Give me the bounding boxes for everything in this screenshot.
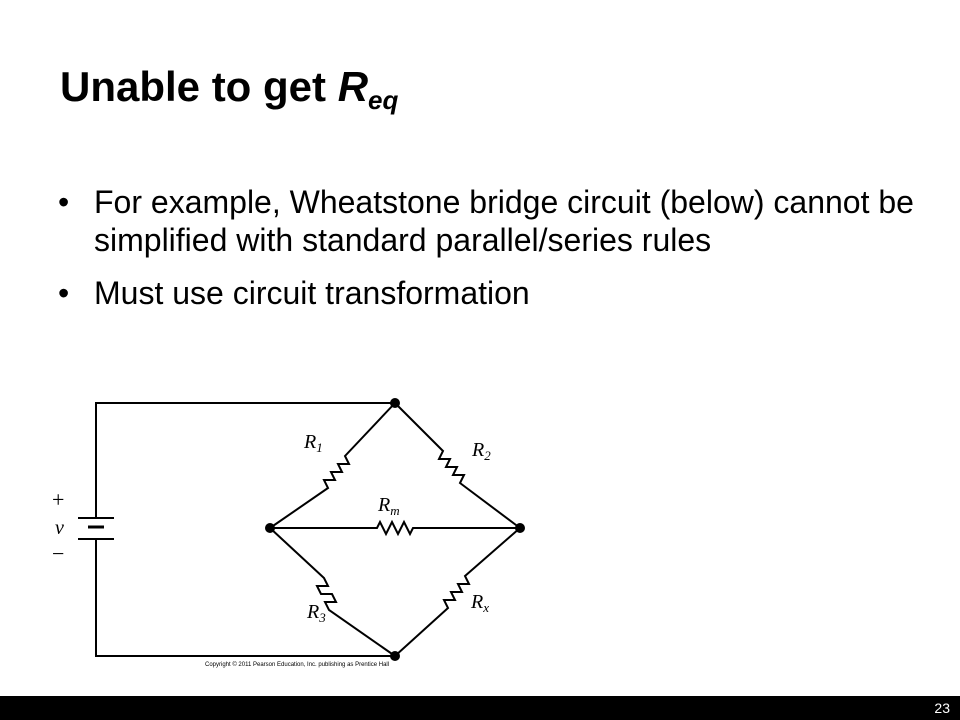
resistor-r2 bbox=[394, 402, 521, 529]
source-minus-label: − bbox=[52, 541, 64, 566]
source-plus-label: + bbox=[52, 487, 64, 512]
bullet-text: Must use circuit transformation bbox=[94, 275, 530, 311]
node-left bbox=[265, 523, 275, 533]
bullet-item: • For example, Wheatstone bridge circuit… bbox=[58, 183, 918, 259]
r2-label: R2 bbox=[471, 439, 491, 463]
page-number: 23 bbox=[934, 700, 950, 716]
node-right bbox=[515, 523, 525, 533]
node-bottom bbox=[390, 651, 400, 661]
bullet-text: For example, Wheatstone bridge circuit (… bbox=[94, 184, 914, 258]
bullet-list: • For example, Wheatstone bridge circuit… bbox=[58, 183, 918, 327]
resistor-r1 bbox=[269, 402, 396, 529]
resistor-rm bbox=[270, 519, 520, 537]
wheatstone-bridge-diagram: + v − R1 R2 Rm R3 Rx bbox=[52, 398, 525, 661]
bullet-icon: • bbox=[58, 275, 70, 311]
resistor-r3 bbox=[269, 527, 396, 657]
r3-label: R3 bbox=[306, 601, 326, 625]
node-top bbox=[390, 398, 400, 408]
bottom-wire bbox=[95, 539, 395, 657]
r1-label: R1 bbox=[303, 431, 323, 455]
rm-label: Rm bbox=[377, 494, 400, 518]
bullet-item: • Must use circuit transformation bbox=[58, 274, 918, 312]
resistor-rx bbox=[394, 527, 521, 657]
top-wire bbox=[95, 402, 395, 518]
footer-bar: 23 bbox=[0, 696, 960, 720]
rx-label: Rx bbox=[470, 591, 489, 615]
copyright-notice: Copyright © 2011 Pearson Education, Inc.… bbox=[205, 662, 390, 668]
title-variable: R bbox=[337, 63, 369, 110]
title-text: Unable to get bbox=[60, 63, 338, 110]
title-subscript: eq bbox=[368, 85, 399, 115]
bullet-icon: • bbox=[58, 184, 70, 220]
source-voltage-label: v bbox=[55, 517, 64, 539]
slide-title: Unable to get Req bbox=[60, 63, 399, 115]
